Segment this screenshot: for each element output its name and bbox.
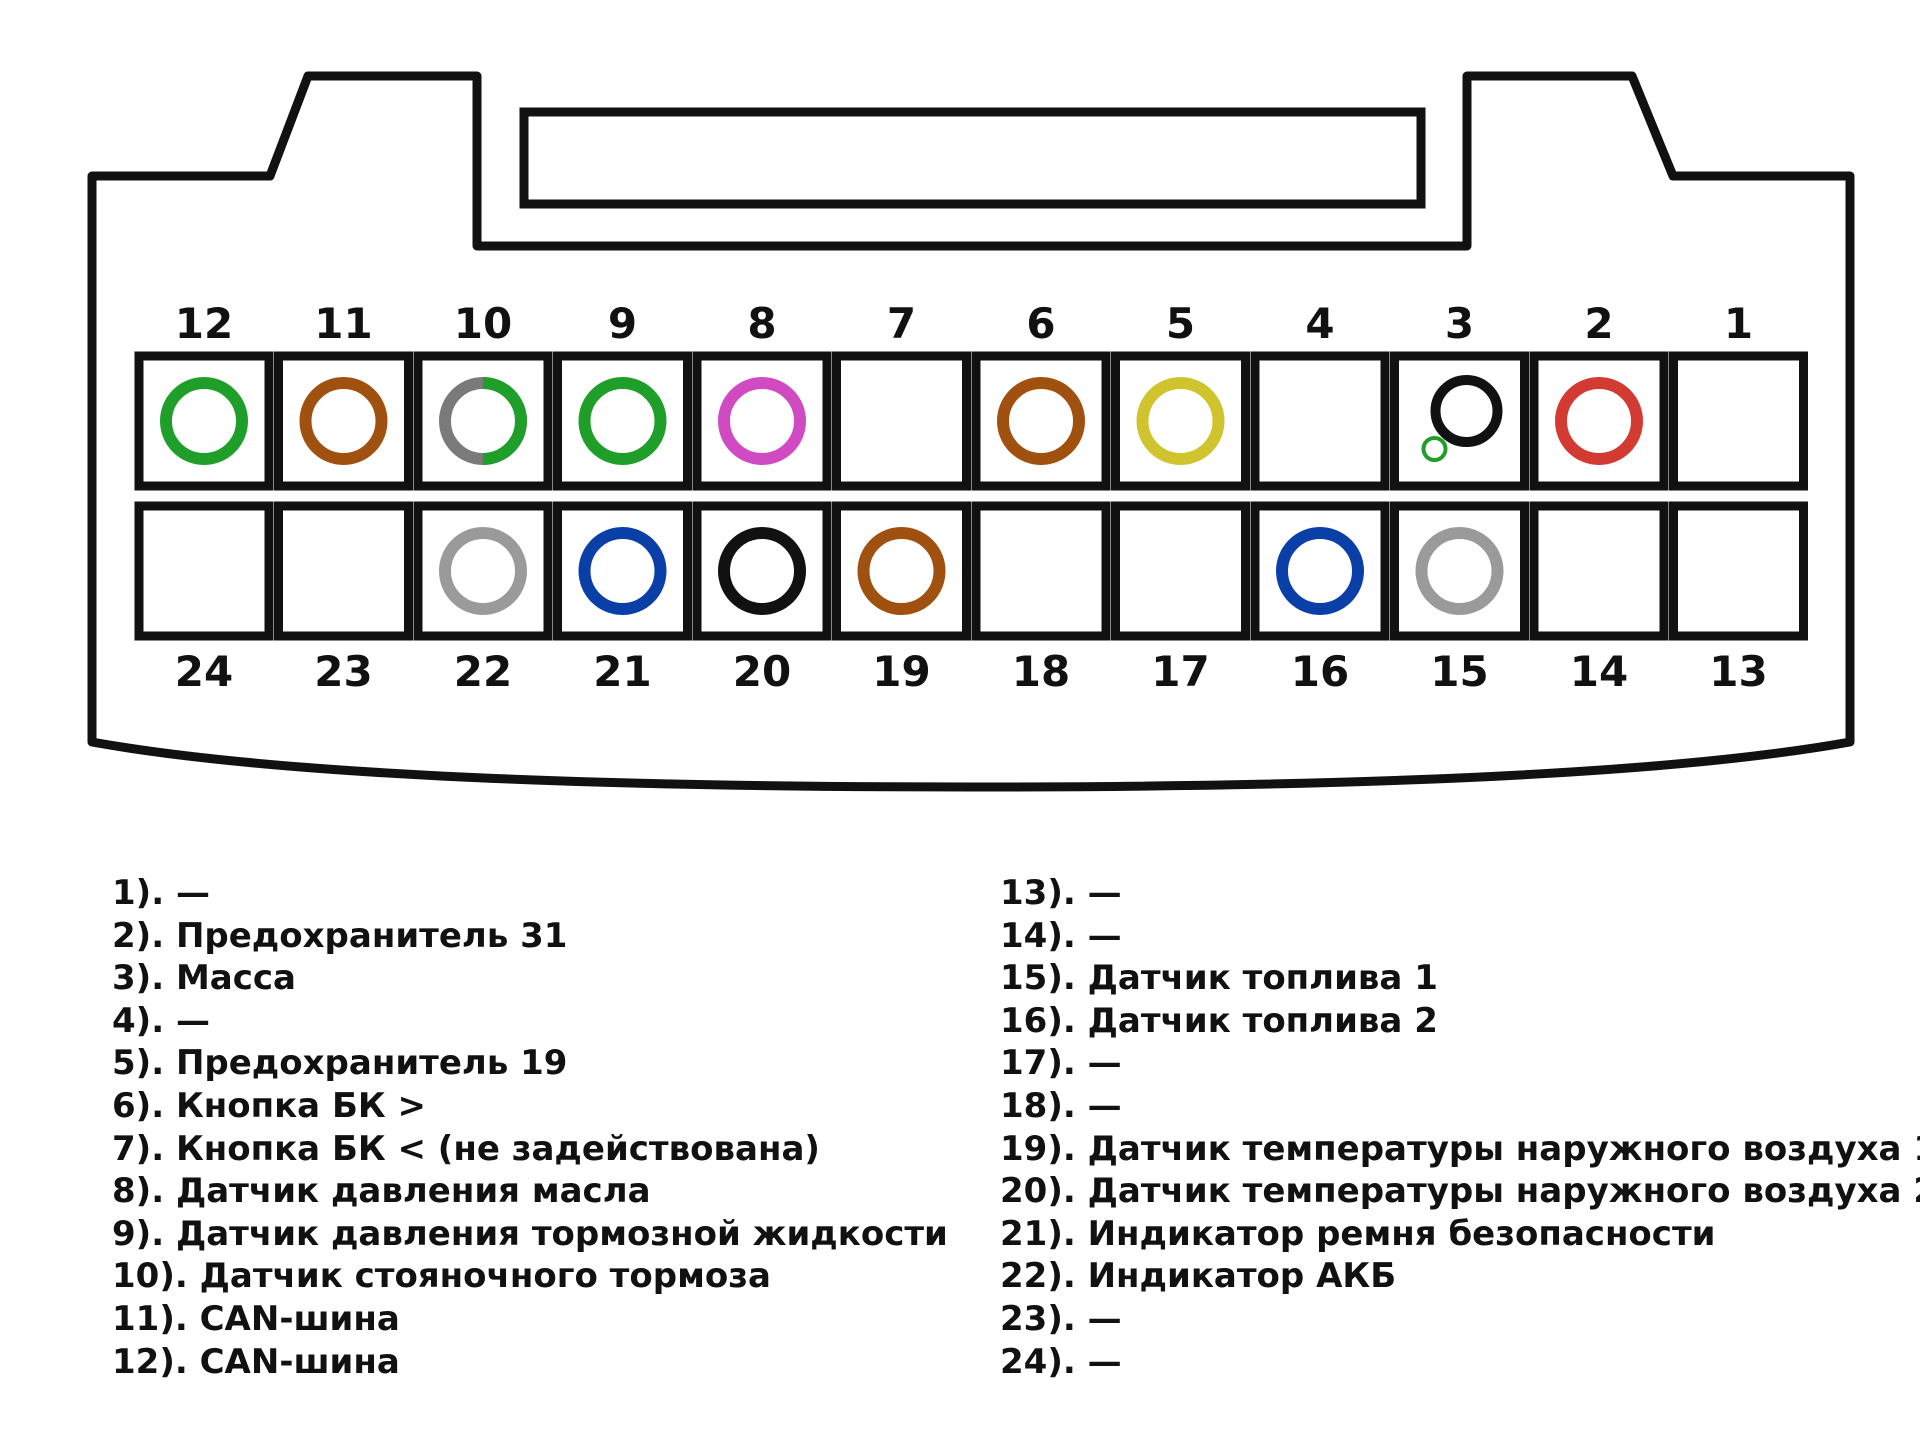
- wire-ring-16: [1276, 527, 1364, 615]
- wire-ring-19: [857, 527, 946, 615]
- pin-cell-6: [971, 351, 1111, 491]
- pin-cell-15: [1390, 501, 1529, 641]
- pin-cell-21: [553, 501, 692, 641]
- wire-stripe-10: [482, 377, 527, 465]
- legend-item-8: 8). Датчик давления масла: [112, 1171, 651, 1212]
- legend-item-20: 20). Датчик температуры наружного воздух…: [1000, 1171, 1920, 1212]
- wire-ring-15: [1415, 527, 1504, 615]
- wire-ring-12: [160, 377, 248, 465]
- connector-slot: [519, 107, 1426, 209]
- pin-cell-3: [1390, 351, 1529, 491]
- pin-number-5: 5: [1166, 299, 1195, 348]
- wire-ring-6: [997, 377, 1085, 465]
- legend-item-22: 22). Индикатор АКБ: [1000, 1256, 1397, 1297]
- pin-number-12: 12: [175, 299, 233, 348]
- pin-number-4: 4: [1305, 299, 1334, 348]
- pin-number-15: 15: [1430, 647, 1488, 696]
- pin-number-6: 6: [1026, 299, 1055, 348]
- wire-ring-20: [718, 527, 806, 615]
- legend-right: 13). — 14). — 15). Датчик топлива 1 16).…: [1000, 872, 1920, 1383]
- pin-number-1: 1: [1724, 299, 1753, 348]
- legend-item-6: 6). Кнопка БК >: [112, 1085, 426, 1126]
- pin-cell-8: [692, 351, 832, 491]
- pin-number-16: 16: [1291, 647, 1349, 696]
- pin-number-22: 22: [454, 647, 512, 696]
- pin-number-23: 23: [314, 647, 372, 696]
- pin-number-11: 11: [314, 299, 372, 348]
- legend-item-24: 24). —: [1000, 1341, 1122, 1382]
- legend-item-21: 21). Индикатор ремня безопасности: [1000, 1213, 1716, 1254]
- pin-cell-14: [1529, 501, 1669, 641]
- pin-cell-9: [553, 351, 692, 491]
- legend-item-11: 11). CAN-шина: [112, 1298, 400, 1339]
- pin-cell-24: [134, 501, 274, 641]
- legend-item-19: 19). Датчик температуры наружного воздух…: [1000, 1128, 1920, 1169]
- legend-item-9: 9). Датчик давления тормозной жидкости: [112, 1213, 948, 1254]
- legend-item-1: 1). —: [112, 873, 210, 913]
- legend-item-5: 5). Предохранитель 19: [112, 1043, 568, 1084]
- legend-item-14: 14). —: [1000, 915, 1122, 956]
- legend-item-3: 3). Масса: [112, 958, 296, 999]
- wire-ring-5: [1136, 377, 1225, 465]
- pin-cell-10: [413, 351, 553, 491]
- wire-ring-8: [718, 377, 806, 465]
- pin-cell-12: [134, 351, 274, 491]
- wire-ring-3: [1430, 375, 1503, 447]
- pin-number-17: 17: [1151, 647, 1209, 696]
- pin-number-14: 14: [1570, 647, 1628, 696]
- legend-item-23: 23). —: [1000, 1298, 1122, 1339]
- pin-number-18: 18: [1012, 647, 1070, 696]
- pin-cell-22: [413, 501, 553, 641]
- pin-number-10: 10: [454, 299, 512, 348]
- pin-cell-4: [1250, 351, 1390, 491]
- pin-cell-5: [1111, 351, 1250, 491]
- pin-cell-23: [274, 501, 413, 641]
- legend-item-15: 15). Датчик топлива 1: [1000, 958, 1438, 999]
- pin-cell-16: [1250, 501, 1390, 641]
- pin-cell-1: [1669, 351, 1808, 491]
- pin-number-9: 9: [608, 299, 637, 348]
- pin-number-8: 8: [747, 299, 776, 348]
- pin-number-19: 19: [872, 647, 930, 696]
- legend-item-18: 18). —: [1000, 1085, 1122, 1126]
- pin-number-24: 24: [175, 647, 233, 696]
- legend-item-7: 7). Кнопка БК < (не задействована): [112, 1128, 820, 1169]
- pin-number-20: 20: [733, 647, 791, 696]
- pin-cell-11: [274, 351, 413, 491]
- wire-ring-21: [578, 527, 667, 615]
- legend-item-2: 2). Предохранитель 31: [112, 915, 568, 956]
- wire-ring-11: [299, 377, 388, 465]
- legend-item-16: 16). Датчик топлива 2: [1000, 1000, 1438, 1041]
- pin-cell-19: [832, 501, 971, 641]
- legend-item-13: 13). —: [1000, 873, 1122, 913]
- pin-cell-13: [1669, 501, 1808, 641]
- pin-number-13: 13: [1709, 647, 1767, 696]
- wire-ring-22: [439, 527, 527, 615]
- wire-ring-small-3: [1421, 436, 1448, 462]
- legend-item-10: 10). Датчик стояночного тормоза: [112, 1256, 771, 1297]
- legend-item-12: 12). CAN-шина: [112, 1341, 400, 1382]
- legend-item-17: 17). —: [1000, 1043, 1122, 1084]
- pin-number-2: 2: [1584, 299, 1613, 348]
- wire-ring-9: [578, 377, 667, 465]
- pin-cell-2: [1529, 351, 1669, 491]
- pin-number-3: 3: [1445, 299, 1474, 348]
- pin-cell-18: [971, 501, 1111, 641]
- wire-ring-2: [1555, 377, 1643, 465]
- pin-cell-17: [1111, 501, 1250, 641]
- pin-cell-7: [832, 351, 971, 491]
- pin-number-21: 21: [593, 647, 651, 696]
- pin-number-7: 7: [887, 299, 916, 348]
- connector-outline: [87, 71, 1855, 792]
- legend-item-4: 4). —: [112, 1000, 210, 1041]
- legend-left: 1). — 2). Предохранитель 31 3). Масса 4)…: [112, 872, 948, 1383]
- pin-cell-20: [692, 501, 832, 641]
